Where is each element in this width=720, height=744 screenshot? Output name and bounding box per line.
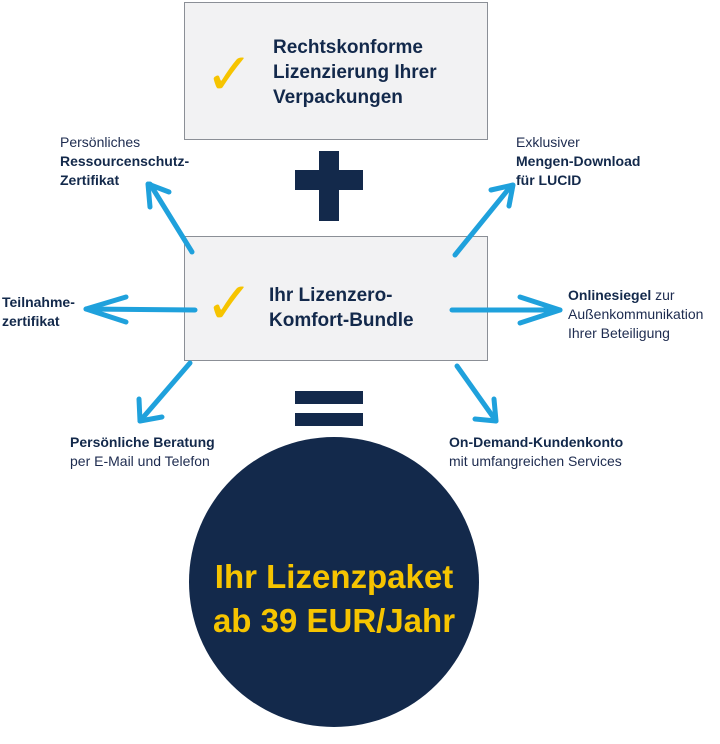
bundle-box: ✓ Ihr Lizenzero- Komfort-Bundle xyxy=(184,236,488,361)
checkmark-icon: ✓ xyxy=(205,40,254,108)
arrow-right xyxy=(449,294,563,326)
label-ressourcenschutz: Persönliches Ressourcenschutz- Zertifika… xyxy=(60,134,190,188)
label-kundenkonto: On-Demand-Kundenkonto mit umfangreichen … xyxy=(449,434,624,469)
arrow-bottom-left xyxy=(136,360,193,424)
arrow-top-right xyxy=(452,182,516,258)
label-mengen-download: Exklusiver Mengen-Download für LUCID xyxy=(516,134,641,188)
label-beratung: Persönliche Beratung per E-Mail und Tele… xyxy=(70,434,215,469)
arrow-left xyxy=(83,294,198,325)
price-circle: Ihr Lizenzpaket ab 39 EUR/Jahr xyxy=(189,437,479,727)
label-teilnahmezertifikat: Teilnahme- zertifikat xyxy=(2,294,75,329)
arrow-top-left xyxy=(145,181,195,255)
top-benefit-box: ✓ Rechtskonforme Lizenzierung Ihrer Verp… xyxy=(184,2,488,140)
label-onlinesiegel: Onlinesiegel zur Außenkommunikation Ihre… xyxy=(568,287,704,341)
price-text: Ihr Lizenzpaket ab 39 EUR/Jahr xyxy=(212,558,456,639)
bundle-box-title: Ihr Lizenzero- Komfort-Bundle xyxy=(269,285,414,331)
arrow-bottom-right xyxy=(454,363,499,424)
top-box-title: Rechtskonforme Lizenzierung Ihrer Verpac… xyxy=(273,37,437,108)
checkmark-icon: ✓ xyxy=(205,269,254,337)
